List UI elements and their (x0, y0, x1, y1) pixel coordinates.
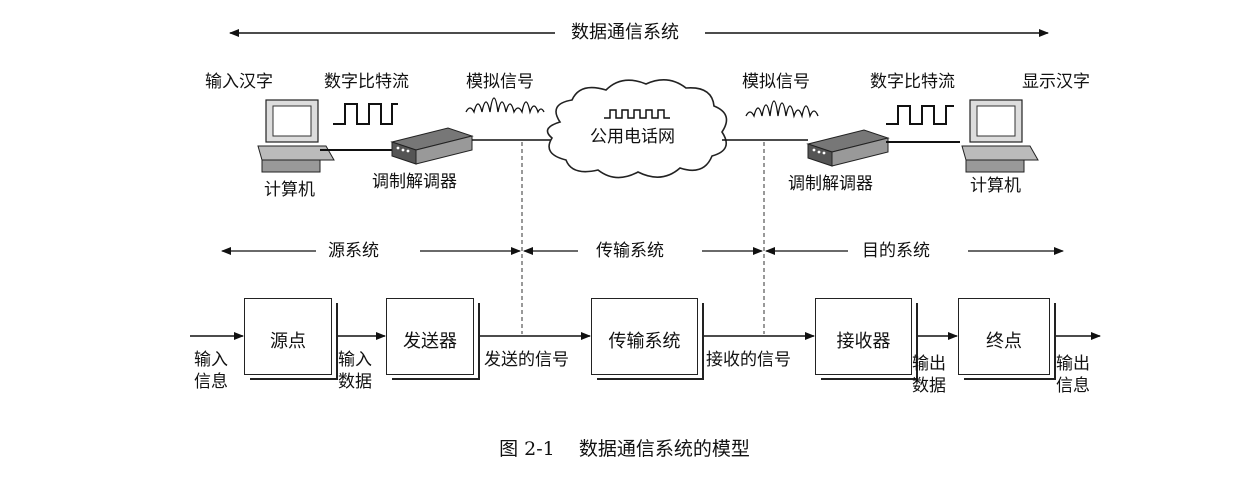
left-modem-icon (390, 127, 474, 165)
flow-input-data-1: 输入 (338, 350, 372, 370)
right-modem-label: 调制解调器 (788, 174, 873, 194)
flow-input-data-2: 数据 (338, 372, 372, 392)
section-transmission: 传输系统 (596, 241, 664, 261)
right-computer-icon (961, 99, 1039, 173)
block-transmitter-label: 发送器 (403, 331, 457, 352)
flow-received-signal: 接收的信号 (706, 350, 791, 370)
right-analog-wave-icon (745, 100, 819, 119)
left-digital-wave-icon (333, 103, 398, 125)
left-analog-wave-icon (465, 97, 545, 115)
flow-output-data-2: 数据 (912, 376, 946, 396)
section-source: 源系统 (328, 241, 379, 261)
block-transmission: 传输系统 (591, 298, 698, 375)
flow-output-data-1: 输出 (912, 354, 946, 374)
block-receiver: 接收器 (815, 298, 912, 375)
flow-input-info-1: 输入 (194, 350, 228, 370)
cloud-digital-wave-icon (604, 109, 670, 119)
block-receiver-label: 接收器 (836, 331, 891, 352)
section-destination: 目的系统 (862, 241, 930, 261)
flow-sent-signal: 发送的信号 (484, 350, 569, 370)
right-digital-label: 数字比特流 (870, 72, 955, 92)
block-destination-label: 终点 (986, 331, 1022, 352)
left-computer-icon (257, 99, 395, 173)
display-chars-label: 显示汉字 (1022, 72, 1090, 92)
figure-caption: 图 2-1 数据通信系统的模型 (499, 438, 750, 460)
phone-network-cloud (546, 79, 728, 179)
block-transmission-label: 传输系统 (608, 331, 681, 352)
flow-output-info-1: 输出 (1056, 354, 1090, 374)
input-chars-label: 输入汉字 (205, 72, 273, 92)
left-analog-label: 模拟信号 (466, 72, 534, 92)
left-computer-label: 计算机 (264, 180, 315, 200)
left-digital-label: 数字比特流 (324, 72, 409, 92)
system-title: 数据通信系统 (571, 22, 679, 43)
flow-output-info-2: 信息 (1056, 376, 1090, 396)
block-source-label: 源点 (270, 331, 306, 352)
flow-input-info-2: 信息 (194, 372, 228, 392)
block-transmitter: 发送器 (386, 298, 474, 375)
right-digital-wave-icon (886, 105, 954, 125)
right-modem-icon (806, 129, 890, 167)
block-destination: 终点 (958, 298, 1050, 375)
network-label: 公用电话网 (590, 127, 675, 147)
block-source: 源点 (244, 298, 332, 375)
right-computer-label: 计算机 (970, 176, 1021, 196)
right-analog-label: 模拟信号 (742, 72, 810, 92)
left-modem-label: 调制解调器 (372, 172, 457, 192)
